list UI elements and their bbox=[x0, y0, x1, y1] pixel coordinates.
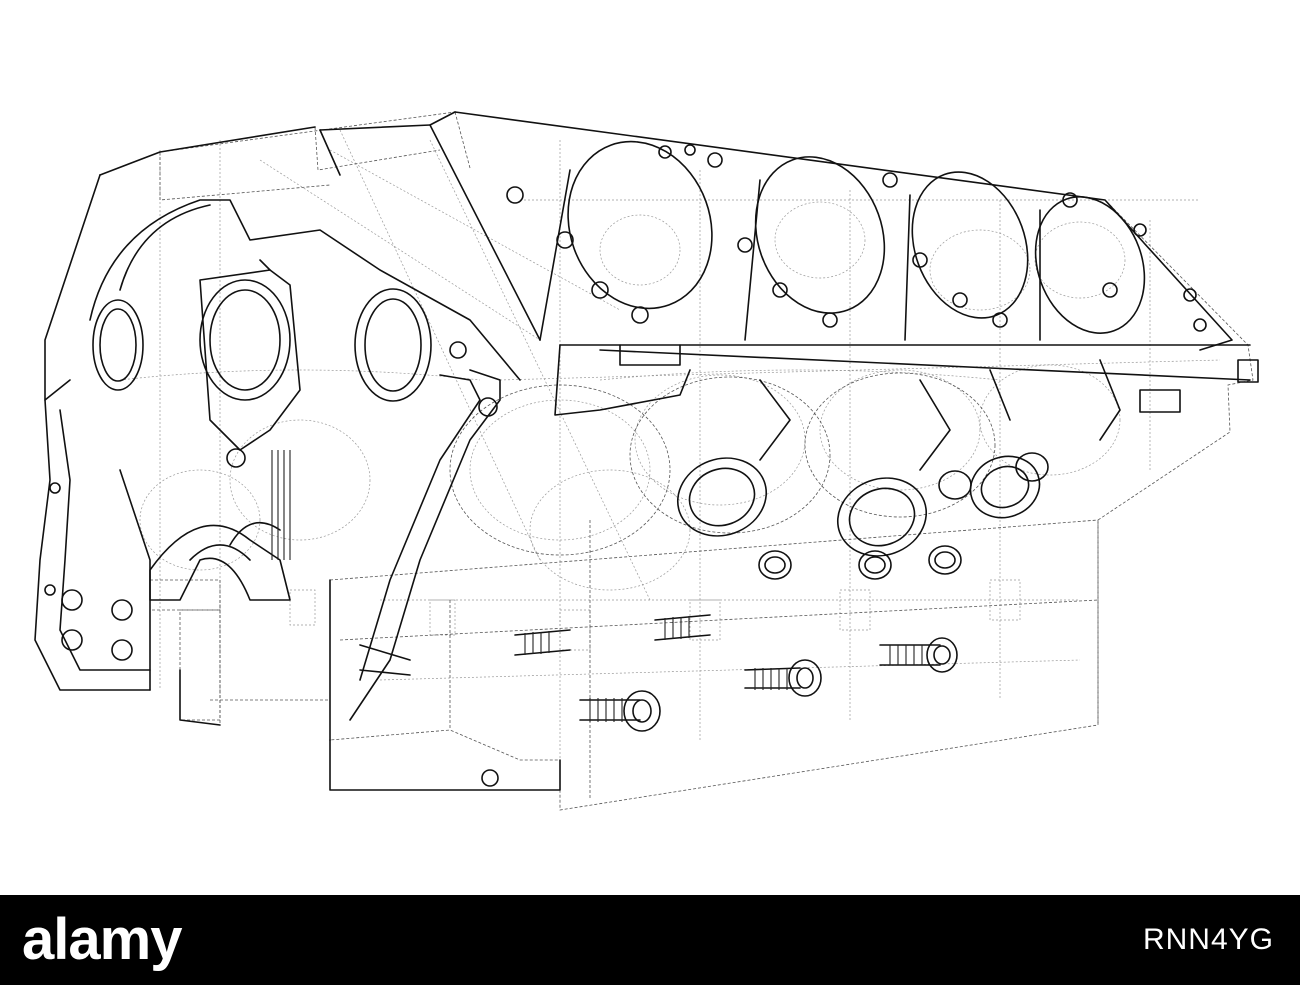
image-id-label: RNN4YG bbox=[1142, 923, 1274, 956]
bolt-threads bbox=[271, 450, 923, 722]
solid-edges bbox=[34, 111, 1259, 791]
engine-block-wireframe-drawing bbox=[34, 111, 1259, 811]
watermark-footer-bar: alamy RNN4YG bbox=[0, 895, 1300, 985]
alamy-logo: alamy bbox=[22, 907, 182, 972]
hidden-lines bbox=[119, 129, 1221, 760]
